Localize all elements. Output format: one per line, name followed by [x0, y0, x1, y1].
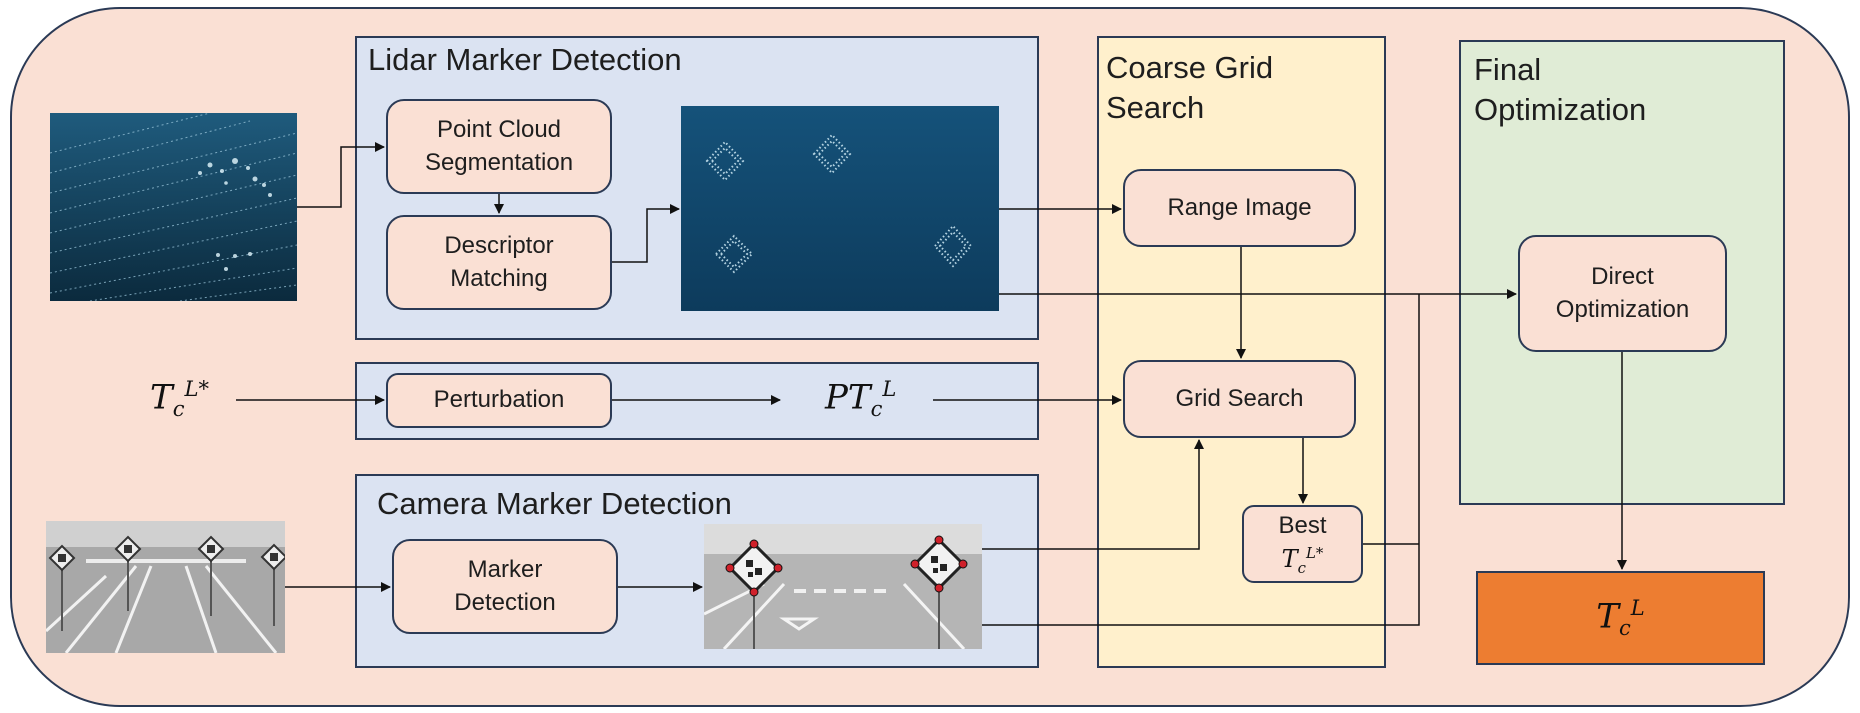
- final-t-base: T: [1596, 596, 1619, 637]
- point-cloud-segmentation-label: Point Cloud Segmentation: [424, 116, 574, 176]
- direct-optimization-box: Direct Optimization: [1518, 235, 1727, 352]
- best-t-base: T: [1281, 544, 1298, 573]
- coarse-panel-title: Coarse Grid Search: [1106, 50, 1274, 126]
- best-transform-box: Best TcL*: [1242, 505, 1363, 583]
- perturbation-label: Perturbation: [433, 386, 565, 414]
- descriptor-matching-label: Descriptor Matching: [444, 232, 554, 292]
- marker-detection-box: Marker Detection: [392, 539, 618, 634]
- perturbation-box: Perturbation: [386, 373, 612, 428]
- final-transform-symbol: TcL: [1596, 595, 1645, 640]
- lidar-scan-image: [49, 112, 298, 302]
- init-t-base: T: [150, 377, 173, 418]
- direct-optimization-label: Direct Optimization: [1555, 263, 1690, 323]
- perturbed-transform-symbol: PTcL: [825, 376, 896, 421]
- lidar-panel-title: Lidar Marker Detection: [368, 42, 682, 77]
- point-cloud-segmentation-box: Point Cloud Segmentation: [386, 99, 612, 194]
- lidar-markers-image: [681, 106, 999, 311]
- camera-panel-title: Camera Marker Detection: [377, 486, 732, 521]
- final-transform-output-box: TcL: [1476, 571, 1765, 665]
- init-t-sub: c: [172, 396, 185, 422]
- camera-markers-image: [703, 524, 982, 651]
- grid-search-box: Grid Search: [1123, 360, 1356, 438]
- pt-base: PT: [825, 377, 871, 418]
- marker-detection-label: Marker Detection: [454, 556, 556, 616]
- grid-search-label: Grid Search: [1175, 384, 1304, 412]
- initial-transform-symbol: TcL*: [150, 376, 209, 421]
- camera-image: [44, 521, 288, 654]
- descriptor-matching-box: Descriptor Matching: [386, 215, 612, 310]
- best-label: Best: [1278, 512, 1327, 540]
- best-t-sup: L*: [1306, 543, 1324, 562]
- final-t-sub: c: [1618, 615, 1631, 641]
- best-t-sub: c: [1297, 558, 1307, 577]
- final-t-sup: L: [1630, 595, 1645, 621]
- range-image-box: Range Image: [1123, 169, 1356, 247]
- range-image-label: Range Image: [1167, 193, 1312, 221]
- init-t-sup: L*: [184, 376, 210, 401]
- final-panel-title: Final Optimization: [1474, 52, 1647, 128]
- pt-sup: L: [882, 376, 897, 401]
- pt-sub: c: [870, 396, 883, 422]
- best-transform-symbol: TcL*: [1282, 543, 1324, 578]
